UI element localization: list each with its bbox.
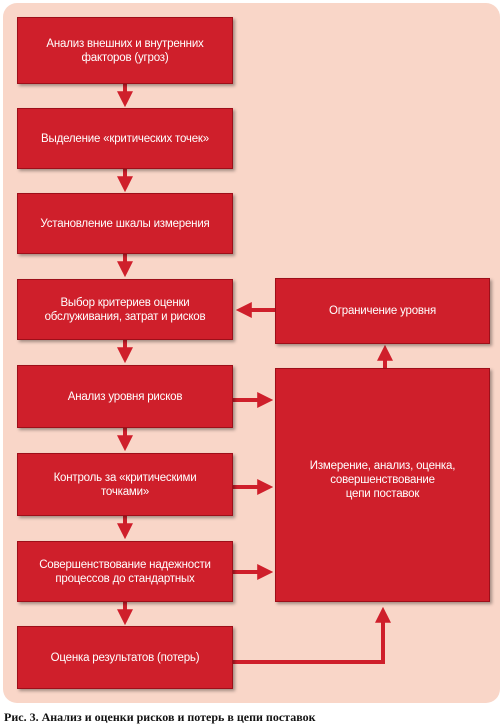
box-criteria-selection: Выбор критериев оценки обслуживания, зат… bbox=[17, 279, 233, 340]
figure-caption: Рис. 3. Анализ и оценки рисков и потерь … bbox=[4, 710, 316, 724]
box-level-limitation: Ограничение уровня bbox=[275, 278, 490, 344]
box-risk-level-analysis: Анализ уровня рисков bbox=[17, 365, 233, 428]
box-reliability-improvement: Совершенствование надежности процессов д… bbox=[17, 541, 233, 602]
box-critical-points: Выделение «критических точек» bbox=[17, 108, 233, 169]
box-analysis-factors: Анализ внешних и внутренних факторов (уг… bbox=[17, 17, 233, 84]
arrow-b8-r2 bbox=[233, 606, 391, 664]
box-supply-chain-improvement: Измерение, анализ, оценка, совершенствов… bbox=[275, 368, 490, 602]
box-critical-points-control: Контроль за «критическими точками» bbox=[17, 453, 233, 516]
box-measurement-scale: Установление шкалы измерения bbox=[17, 193, 233, 254]
box-results-evaluation: Оценка результатов (потерь) bbox=[17, 626, 233, 689]
